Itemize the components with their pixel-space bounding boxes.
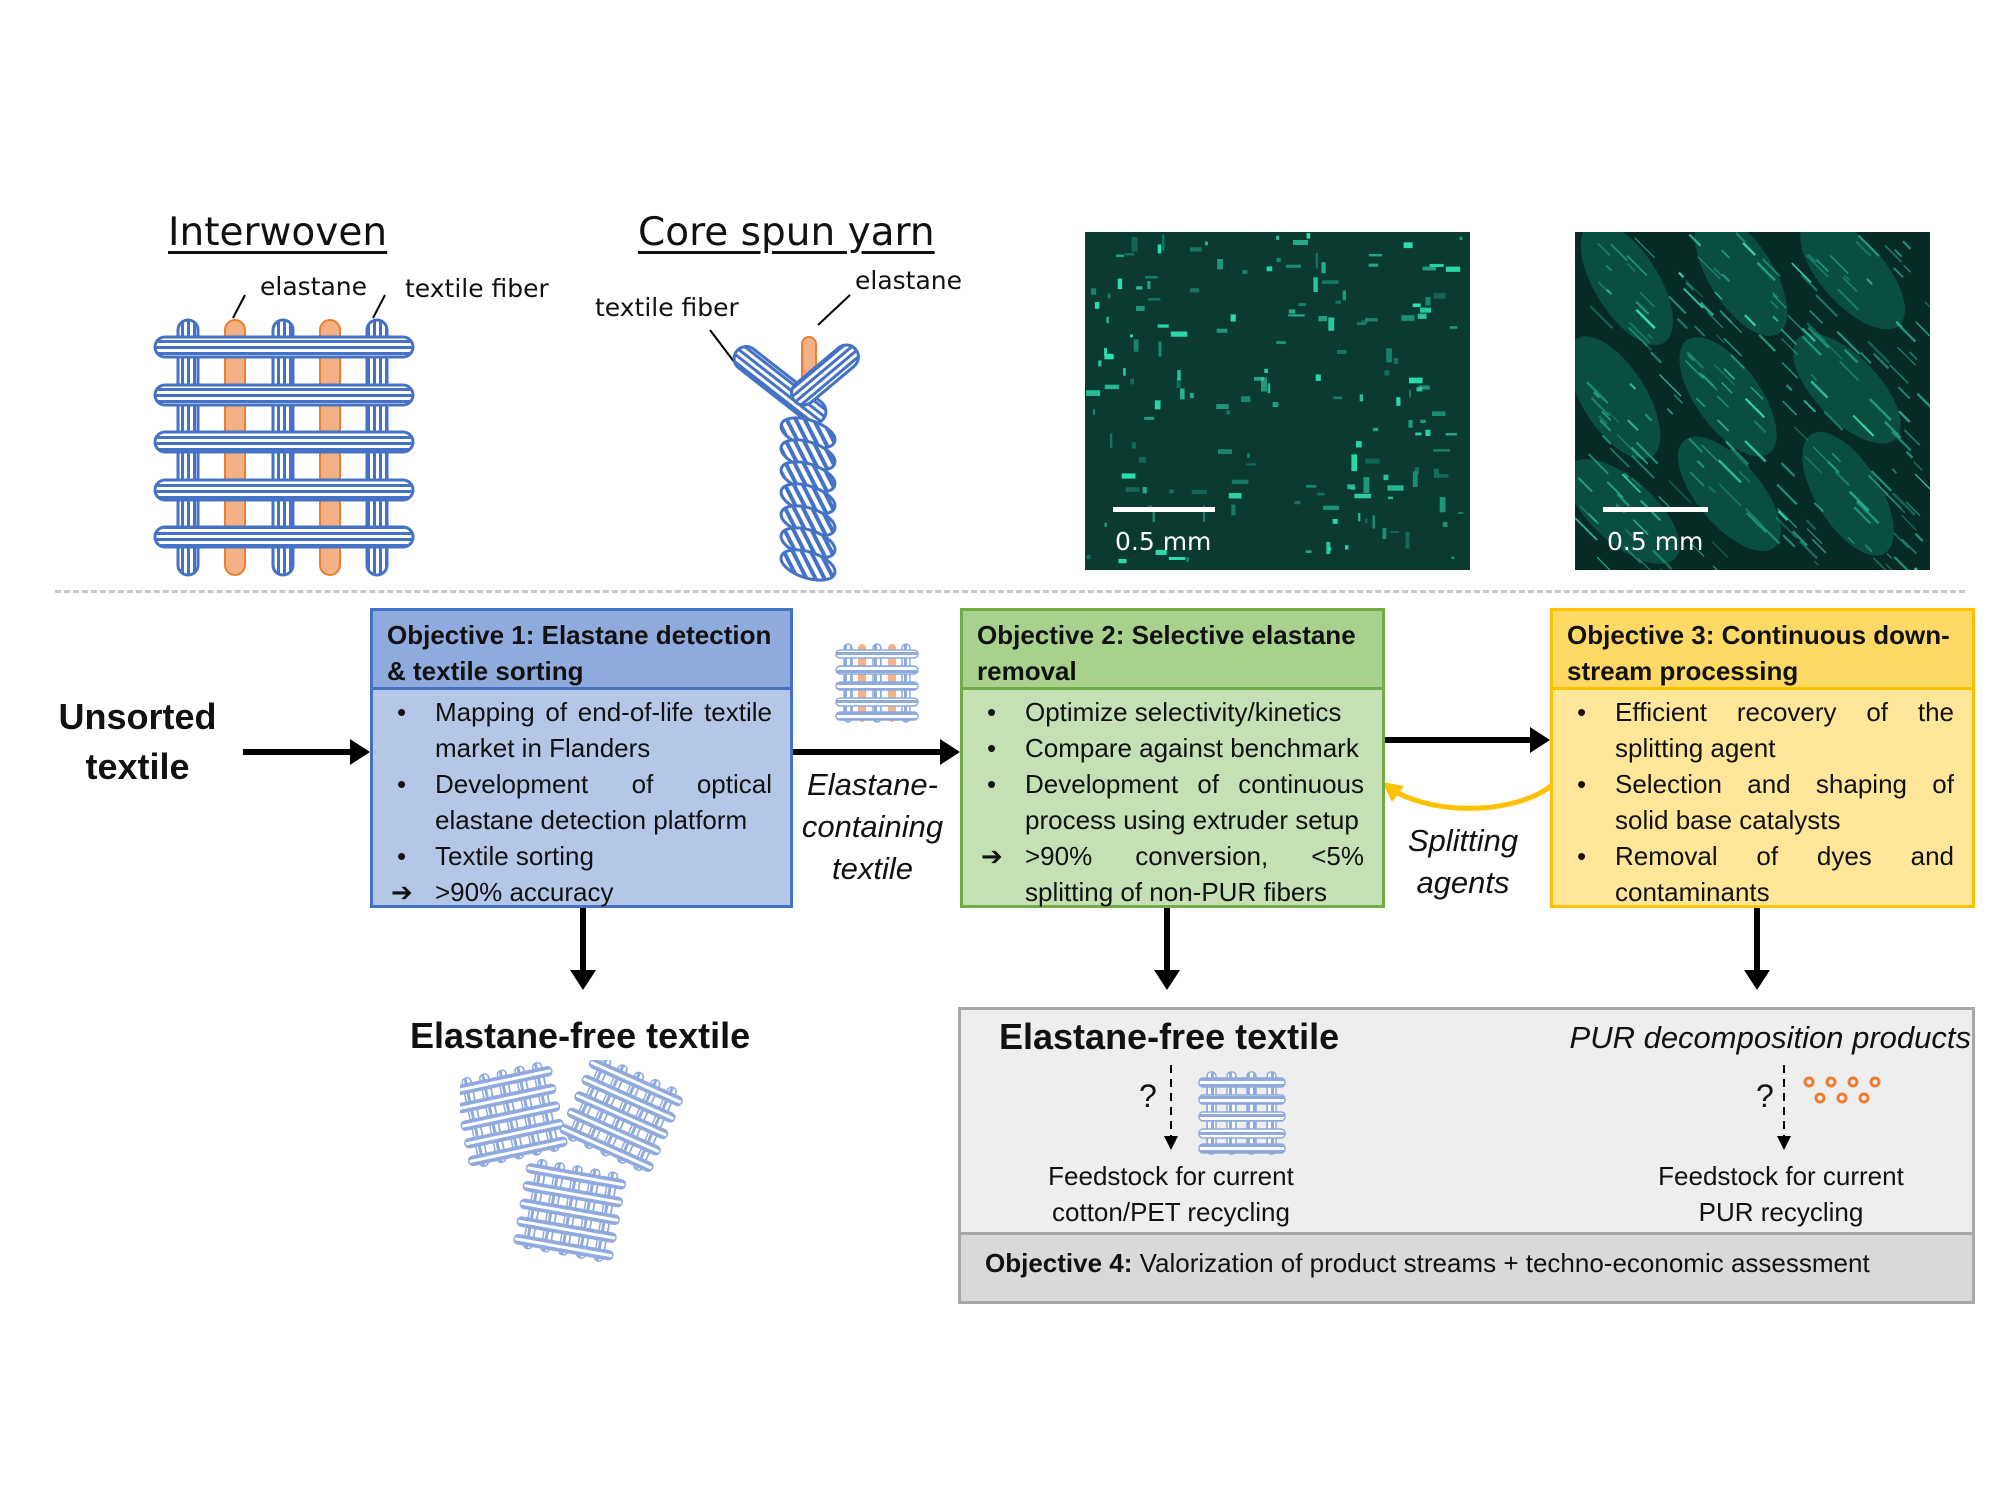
objective-3-title: Objective 3: Continuous down-stream proc… (1553, 611, 1972, 690)
label-line: containing (801, 809, 944, 844)
interwoven-diagram (153, 294, 415, 577)
objective-2-title: Objective 2: Selective elastane removal (963, 611, 1382, 690)
input-label-line: Unsorted (58, 696, 217, 737)
objective-1-box: Objective 1: Elastane detection & textil… (370, 608, 793, 908)
feedstock-line: cotton/PET recycling (1052, 1197, 1290, 1227)
right-arrow-icon: ➔ (981, 841, 1003, 871)
splitting-agents-label: Splitting agents (1388, 820, 1538, 904)
objective-3-box: Objective 3: Continuous down-stream proc… (1550, 608, 1975, 908)
right-arrow-icon: ➔ (391, 877, 413, 907)
objective-3-bullet: Selection and shaping of solid base cata… (1571, 766, 1954, 838)
micrograph-interwoven: 0.5 mm (1085, 232, 1470, 570)
question-mark: ? (1139, 1078, 1157, 1114)
objective-4-label: Objective 4: (985, 1248, 1133, 1278)
objective-2-bullet: Optimize selectivity/kinetics (981, 694, 1364, 730)
objective-2-bullet: Development of continuous process using … (981, 766, 1364, 838)
core-elastane-label: elastane (855, 266, 963, 295)
objective-1-bullet: Textile sorting (391, 838, 772, 874)
fabric-pile-icon (460, 1060, 683, 1262)
objective-3-bullet: Efficient recovery of the splitting agen… (1571, 694, 1954, 766)
interwoven-title: Interwoven (168, 210, 388, 255)
objective-1-result: ➔ >90% accuracy (391, 874, 772, 910)
label-line: Splitting (1407, 823, 1519, 858)
interwoven-elastane-label: elastane (260, 272, 368, 301)
feedstock-cotton-label: Feedstock for current cotton/PET recycli… (1001, 1158, 1341, 1230)
interwoven-fiber-label: textile fiber (405, 274, 549, 303)
scale-bar (1113, 507, 1215, 512)
label-line: agents (1416, 865, 1510, 900)
objective-1-bullet: Development of optical elastane detectio… (391, 766, 772, 838)
label-line: Elastane- (807, 767, 938, 802)
objective-2-bullet: Compare against benchmark (981, 730, 1364, 766)
output-elastane-free-title: Elastane-free textile (410, 1015, 751, 1056)
feedstock-line: Feedstock for current (1048, 1161, 1294, 1191)
scale-label: 0.5 mm (1607, 527, 1704, 556)
objective-2-result-text: >90% conversion, <5% splitting of non-PU… (1025, 841, 1364, 907)
feedstock-pur-label: Feedstock for current PUR recycling (1611, 1158, 1951, 1230)
objective-4-text: Valorization of product streams + techno… (1132, 1248, 1870, 1278)
label-line: textile (832, 851, 913, 886)
elastane-containing-label: Elastane- containing textile (790, 764, 955, 890)
product-arrows (1164, 1065, 1881, 1155)
question-mark: ? (1756, 1078, 1774, 1114)
core-spun-diagram (709, 294, 860, 582)
objective-1-bullet: Mapping of end-of-life textile market in… (391, 694, 772, 766)
output-elastane-free-title-2: Elastane-free textile (999, 1016, 1340, 1057)
input-label-line: textile (85, 746, 190, 787)
objective-2-result: ➔ >90% conversion, <5% splitting of non-P… (981, 838, 1364, 910)
objective-4-bar: Objective 4: Valorization of product str… (961, 1232, 1972, 1301)
core-spun-title: Core spun yarn (638, 210, 935, 255)
core-fiber-label: textile fiber (595, 293, 739, 322)
feedstock-line: PUR recycling (1698, 1197, 1864, 1227)
micrograph-core-spun: 0.5 mm (1575, 232, 1930, 570)
pur-products-title: PUR decomposition products (1569, 1020, 1971, 1055)
input-label: Unsorted textile (40, 692, 235, 792)
objective-3-bullet: Removal of dyes and contaminants (1571, 838, 1954, 910)
products-box: Elastane-free textile PUR decomposition … (958, 1007, 1975, 1304)
objective-2-box: Objective 2: Selective elastane removal … (960, 608, 1385, 908)
section-divider (55, 590, 1965, 593)
scale-bar (1603, 507, 1708, 512)
fabric-icon (835, 643, 919, 723)
scale-label: 0.5 mm (1115, 527, 1212, 556)
objective-1-title: Objective 1: Elastane detection & textil… (373, 611, 790, 690)
feedstock-line: Feedstock for current (1658, 1161, 1904, 1191)
objective-1-result-text: >90% accuracy (435, 877, 614, 907)
